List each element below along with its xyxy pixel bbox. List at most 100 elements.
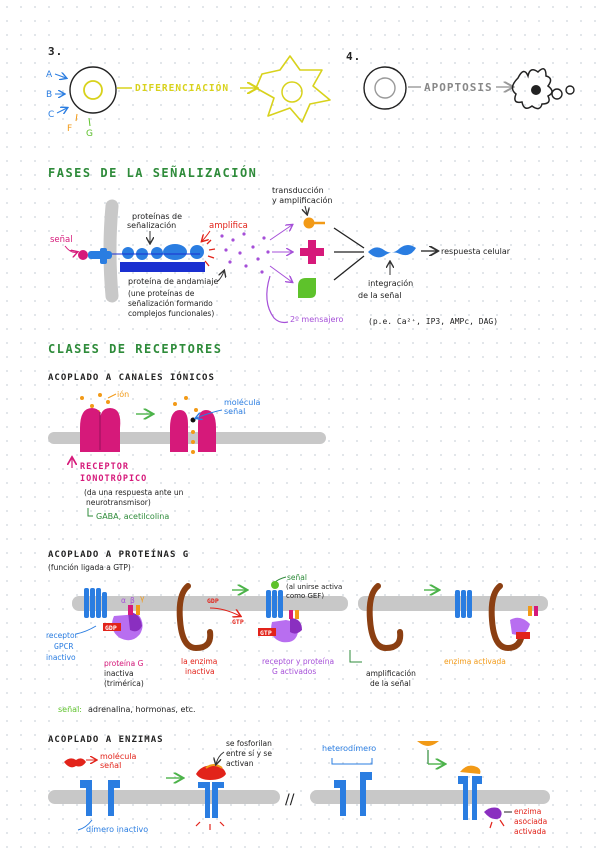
beta-final (534, 606, 538, 616)
receptor-classes-title: CLASES DE RECEPTORES (48, 342, 223, 356)
signal-protein-4 (163, 244, 187, 260)
differentiated-nucleus (281, 81, 303, 103)
scaffold-protein (120, 262, 205, 272)
enzyme-signal-label-1: molécula (100, 751, 137, 761)
heterodimer-bracket (331, 758, 373, 765)
differentiation-label: DIFERENCIACIÓN (135, 82, 229, 94)
enzyme-activation-burst (489, 819, 505, 829)
section-apoptosis: 4. APOPTOSIS (346, 50, 575, 110)
amplifica-label: amplifica (209, 221, 248, 231)
bound-ligand (460, 765, 481, 774)
amplification-bracket (349, 650, 362, 663)
phosphorylate-label-2: entre sí y se (226, 749, 272, 758)
section-number-4: 4. (346, 50, 361, 63)
gdp-gtp-arrow (209, 607, 240, 616)
signal-molecule (78, 250, 88, 260)
open-channel-left (170, 410, 188, 452)
input-b-label: B (46, 90, 52, 100)
differentiated-cell (255, 55, 331, 123)
activated-label-2: G activados (272, 667, 316, 676)
gpcr-signal-note-2: como GEF) (286, 592, 324, 600)
enzyme-inactive-1 (176, 583, 214, 652)
gtp-box-2 (516, 632, 530, 639)
gdp-label-1: GDP (105, 624, 117, 632)
input-f-arrow (75, 113, 78, 122)
section-number-3: 3. (48, 45, 63, 58)
active-dimer (198, 782, 224, 818)
associated-enzyme-label-3: activada (514, 827, 546, 836)
g-proteins-title: ACOPLADO A PROTEÍNAS G (48, 548, 189, 560)
integration-label-2: de la señal (358, 291, 402, 300)
phases-membrane (103, 199, 119, 303)
gpcr-label-1: receptor (46, 631, 79, 640)
scaffold-label: proteína de andamiaje (128, 277, 219, 286)
signal-protein-5 (190, 245, 204, 259)
enzyme-signal-molecule (64, 758, 86, 768)
amplification-label-1: amplificación (366, 669, 416, 678)
g-alpha-bound (510, 617, 530, 635)
exchange-gdp: GDP (207, 597, 219, 605)
ionotropic-examples: GABA, acetilcolina (96, 512, 169, 521)
enzyme-signal-label-2: señal (100, 761, 121, 770)
phosphorylate-label-3: activan (226, 759, 254, 768)
amplification-label-2: de la señal (370, 679, 411, 688)
fragment-1 (551, 88, 563, 100)
gpcr-signal-label: señal (287, 573, 307, 582)
converge-bottom (333, 255, 365, 281)
g-protein-label-2: inactiva (104, 669, 134, 678)
bound-signal-dimer (196, 765, 226, 780)
effector-orange (303, 217, 315, 229)
fragment-dark (531, 85, 541, 95)
amplifica-arrow (202, 230, 211, 241)
amplification-burst (204, 239, 216, 267)
g-protein-label-3: (trimérica) (104, 679, 144, 688)
gpcr-label-2: GPCR (54, 642, 73, 651)
second-messenger-label: 2º mensajero (290, 315, 344, 324)
input-a-arrow (54, 74, 66, 78)
input-g-arrow (88, 117, 91, 127)
g-protein-inactive (112, 605, 143, 641)
scaffold-arrow (217, 271, 224, 282)
gdp-box-1 (103, 623, 121, 631)
phosphorylation-burst (195, 821, 225, 830)
associated-enzyme-label-1: enzima (514, 807, 541, 816)
gpcr-label-3: inactivo (46, 653, 76, 662)
ionotropic-note-2: neurotransmisor) (86, 498, 151, 507)
signal-proteins-label-2: señalización (127, 220, 176, 230)
section-enzymes: ACOPLADO A ENZIMAS // molécula señal dím… (48, 735, 550, 836)
receptor-body (100, 248, 107, 264)
input-c-label: C (48, 110, 54, 120)
gpcr-receptor-final (455, 590, 472, 618)
gpcr-examples: adrenalina, hormonas, etc. (88, 705, 196, 714)
ion-channels-title: ACOPLADO A CANALES IÓNICOS (48, 371, 215, 383)
activated-label-1: receptor y proteína (262, 657, 334, 666)
heterodimer-label: heterodímero (322, 744, 376, 753)
scaffold-note-3: complejos funcionales) (128, 309, 214, 318)
dimer-label: dímero inactivo (86, 825, 148, 834)
to-effector-3 (269, 265, 292, 282)
gpcr-membrane-right (358, 596, 548, 611)
enzyme-active (488, 583, 525, 652)
second-messenger-examples: (p.e. Ca²⁺, IP3, AMPc, DAG) (368, 317, 498, 326)
cell-nucleus (83, 80, 103, 100)
effector-green (298, 278, 316, 298)
signal-protein-3 (151, 247, 163, 259)
input-g-label: G (86, 129, 93, 139)
input-f-label: F (67, 124, 72, 134)
section-ion-channels: ACOPLADO A CANALES IÓNICOS ión molécula … (48, 371, 326, 521)
inactive-dimer (80, 780, 120, 816)
integrated-protein (368, 245, 416, 258)
bound-signal (190, 417, 196, 423)
phosphorylate-label-1: se fosforilan (226, 739, 272, 748)
gamma-final (528, 606, 532, 616)
g-proteins-subtitle: (función ligada a GTP) (48, 563, 131, 572)
phases-title: FASES DE LA SEÑALIZACIÓN (48, 165, 257, 180)
ionotropic-label-1: RECEPTOR (80, 462, 129, 472)
signal-protein-1 (122, 247, 134, 259)
examples-bracket (87, 508, 93, 517)
fragment-2 (565, 85, 575, 95)
ions-passing (191, 430, 195, 454)
transduction-label-2: y amplificación (272, 195, 332, 205)
gpcr-signal-note-1: (al unirse activa (286, 583, 342, 591)
